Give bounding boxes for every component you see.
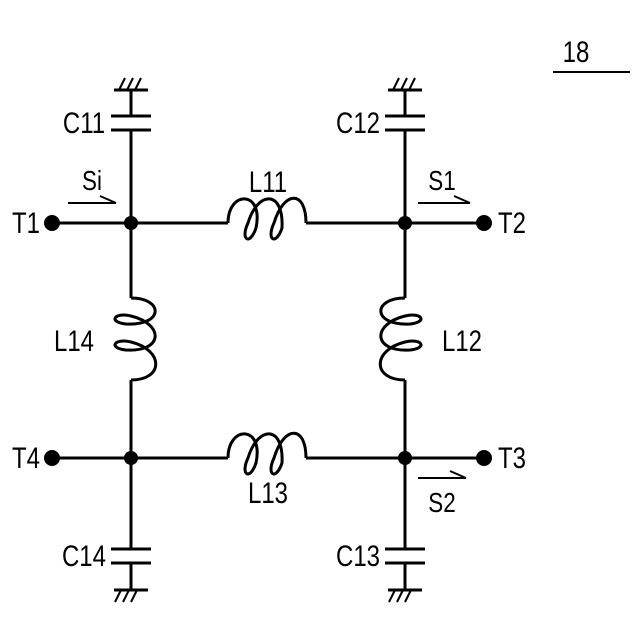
inductor-l14	[115, 298, 156, 380]
ground-symbol-c14	[114, 590, 148, 602]
inductor-label-l11: L11	[249, 164, 287, 198]
capacitor-c12	[385, 90, 425, 130]
junction-node-top-right	[398, 216, 412, 230]
capacitor-label-c12: C12	[336, 105, 380, 139]
terminal-label-t2: T2	[498, 205, 526, 239]
terminal-dot-t2	[476, 215, 492, 231]
capacitor-c13	[385, 549, 425, 590]
junction-node-bottom-left	[124, 451, 138, 465]
ground-symbol-c12	[388, 78, 422, 90]
terminal-label-t1: T1	[12, 205, 40, 239]
inductor-l13	[228, 433, 306, 474]
terminal-dot-t3	[476, 450, 492, 466]
inductor-label-l14: L14	[54, 323, 94, 357]
capacitor-c11	[111, 90, 151, 130]
terminal-dot-t4	[44, 450, 60, 466]
capacitor-c14	[111, 549, 151, 590]
signal-label-s1: S1	[428, 166, 455, 197]
signal-label-si: Si	[82, 166, 102, 197]
signal-arrow-s1	[418, 196, 470, 203]
terminal-label-t3: T3	[498, 440, 526, 474]
terminal-label-t4: T4	[12, 440, 40, 474]
capacitor-label-c11: C11	[63, 105, 105, 139]
figure-ref-number: 18	[563, 34, 590, 68]
junction-node-top-left	[124, 216, 138, 230]
inductor-l12	[380, 298, 421, 380]
inductor-label-l13: L13	[248, 475, 288, 509]
capacitor-label-c13: C13	[336, 538, 380, 572]
terminal-dot-t1	[44, 215, 60, 231]
ground-symbol-c13	[388, 590, 422, 602]
inductor-label-l12: L12	[442, 323, 482, 357]
ground-symbol-c11	[114, 78, 148, 90]
signal-arrow-si	[68, 196, 116, 203]
signal-label-s2: S2	[428, 488, 455, 519]
junction-node-bottom-right	[398, 451, 412, 465]
capacitor-label-c14: C14	[62, 538, 106, 572]
signal-arrow-s2	[418, 471, 466, 478]
inductor-l11	[228, 198, 306, 239]
